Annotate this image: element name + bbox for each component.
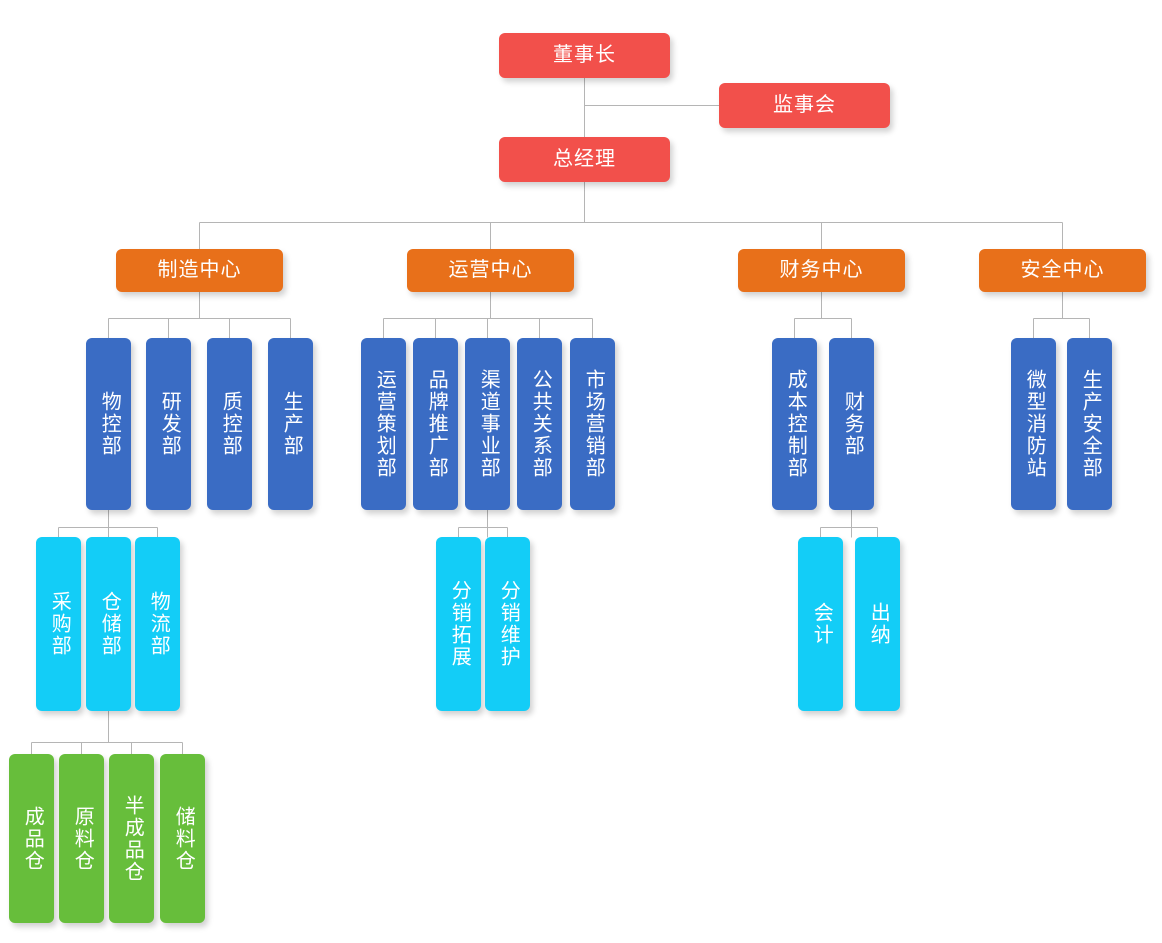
node-label-public-relations-dept: 公共关系部 xyxy=(529,369,552,479)
node-finance-dept[interactable]: 财务部 xyxy=(829,338,874,510)
node-label-general-manager: 总经理 xyxy=(553,147,616,170)
node-purchasing-dept[interactable]: 采购部 xyxy=(36,537,81,711)
node-warehousing-dept[interactable]: 仓储部 xyxy=(86,537,131,711)
node-label-cashier: 出纳 xyxy=(867,602,890,646)
node-brand-promotion-dept[interactable]: 品牌推广部 xyxy=(413,338,458,510)
node-finance-center[interactable]: 财务中心 xyxy=(738,249,905,292)
node-operation-planning-dept[interactable]: 运营策划部 xyxy=(361,338,406,510)
node-label-rnd-dept: 研发部 xyxy=(158,391,181,457)
node-material-control-dept[interactable]: 物控部 xyxy=(86,338,131,510)
node-label-supervisory-board: 监事会 xyxy=(773,93,836,116)
node-semi-finished-warehouse[interactable]: 半成品仓 xyxy=(109,754,154,923)
node-label-chairman: 董事长 xyxy=(553,43,616,66)
node-marketing-dept[interactable]: 市场营销部 xyxy=(570,338,615,510)
node-micro-fire-station[interactable]: 微型消防站 xyxy=(1011,338,1056,510)
node-finished-goods-warehouse[interactable]: 成品仓 xyxy=(9,754,54,923)
node-label-purchasing-dept: 采购部 xyxy=(48,591,71,657)
node-operations-center[interactable]: 运营中心 xyxy=(407,249,574,292)
node-supervisory-board[interactable]: 监事会 xyxy=(719,83,890,128)
node-rnd-dept[interactable]: 研发部 xyxy=(146,338,191,510)
node-manufacturing-center[interactable]: 制造中心 xyxy=(116,249,283,292)
node-label-distribution-maintenance: 分销维护 xyxy=(497,580,520,668)
node-label-storage-material-warehouse: 储料仓 xyxy=(172,805,195,872)
node-label-logistics-dept: 物流部 xyxy=(147,591,170,657)
node-cost-control-dept[interactable]: 成本控制部 xyxy=(772,338,817,510)
node-safety-center[interactable]: 安全中心 xyxy=(979,249,1146,292)
node-label-quality-control-dept: 质控部 xyxy=(219,391,242,457)
node-label-production-dept: 生产部 xyxy=(280,391,303,457)
node-label-safety-center: 安全中心 xyxy=(1020,258,1105,281)
node-distribution-maintenance[interactable]: 分销维护 xyxy=(485,537,530,711)
node-label-marketing-dept: 市场营销部 xyxy=(582,369,605,479)
node-general-manager[interactable]: 总经理 xyxy=(499,137,670,182)
node-label-manufacturing-center: 制造中心 xyxy=(157,258,242,281)
node-label-semi-finished-warehouse: 半成品仓 xyxy=(121,794,144,883)
node-label-operation-planning-dept: 运营策划部 xyxy=(373,369,396,479)
node-quality-control-dept[interactable]: 质控部 xyxy=(207,338,252,510)
node-label-finished-goods-warehouse: 成品仓 xyxy=(21,805,44,872)
node-label-warehousing-dept: 仓储部 xyxy=(98,591,121,657)
node-raw-material-warehouse[interactable]: 原料仓 xyxy=(59,754,104,923)
node-chairman[interactable]: 董事长 xyxy=(499,33,670,78)
node-logistics-dept[interactable]: 物流部 xyxy=(135,537,180,711)
node-cashier[interactable]: 出纳 xyxy=(855,537,900,711)
node-label-accounting: 会计 xyxy=(810,602,833,646)
node-label-production-safety-dept: 生产安全部 xyxy=(1079,369,1102,479)
node-label-finance-dept: 财务部 xyxy=(841,391,864,457)
node-channel-business-dept[interactable]: 渠道事业部 xyxy=(465,338,510,510)
node-production-dept[interactable]: 生产部 xyxy=(268,338,313,510)
node-public-relations-dept[interactable]: 公共关系部 xyxy=(517,338,562,510)
node-storage-material-warehouse[interactable]: 储料仓 xyxy=(160,754,205,923)
node-label-material-control-dept: 物控部 xyxy=(98,391,121,457)
node-label-distribution-expansion: 分销拓展 xyxy=(448,580,471,668)
node-distribution-expansion[interactable]: 分销拓展 xyxy=(436,537,481,711)
node-label-finance-center: 财务中心 xyxy=(779,258,864,281)
node-label-channel-business-dept: 渠道事业部 xyxy=(477,369,500,479)
node-production-safety-dept[interactable]: 生产安全部 xyxy=(1067,338,1112,510)
node-label-operations-center: 运营中心 xyxy=(448,258,533,281)
node-label-cost-control-dept: 成本控制部 xyxy=(784,369,807,479)
node-accounting[interactable]: 会计 xyxy=(798,537,843,711)
node-label-micro-fire-station: 微型消防站 xyxy=(1023,369,1046,479)
node-label-raw-material-warehouse: 原料仓 xyxy=(71,805,94,872)
node-label-brand-promotion-dept: 品牌推广部 xyxy=(425,369,448,479)
